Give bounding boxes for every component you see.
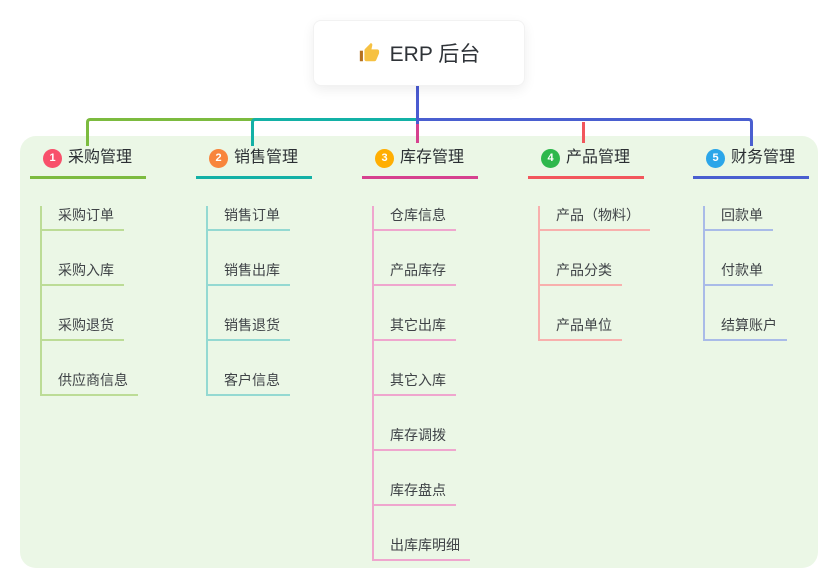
branch-header-finance[interactable]: 5 财务管理 xyxy=(693,147,809,179)
child-node[interactable]: 其它入库 xyxy=(374,371,456,396)
root-title: ERP 后台 xyxy=(389,43,481,66)
child-node[interactable]: 产品分类 xyxy=(540,261,622,286)
branch-label: 产品管理 xyxy=(566,149,631,166)
branch-number-badge: 4 xyxy=(541,148,560,168)
child-node[interactable]: 仓库信息 xyxy=(374,206,456,231)
child-node[interactable]: 产品库存 xyxy=(374,261,456,286)
root-node[interactable]: ERP 后台 xyxy=(313,20,525,86)
child-node[interactable]: 采购订单 xyxy=(42,206,124,231)
child-node[interactable]: 出库库明细 xyxy=(374,536,470,561)
branch-label: 财务管理 xyxy=(731,149,796,166)
branch-header-product[interactable]: 4 产品管理 xyxy=(528,147,644,179)
connector-root xyxy=(416,84,419,124)
branch-header-purchase[interactable]: 1 采购管理 xyxy=(30,147,146,179)
branch-children: 采购订单 采购入库 采购退货 供应商信息 xyxy=(40,206,146,396)
branch-children: 销售订单 销售出库 销售退货 客户信息 xyxy=(206,206,312,396)
branch-header-inventory[interactable]: 3 库存管理 xyxy=(362,147,478,179)
branches-panel xyxy=(20,136,818,568)
child-node[interactable]: 采购入库 xyxy=(42,261,124,286)
branch-header-sales[interactable]: 2 销售管理 xyxy=(196,147,312,179)
child-node[interactable]: 销售出库 xyxy=(208,261,290,286)
child-node[interactable]: 其它出库 xyxy=(374,316,456,341)
branch-children: 产品（物料） 产品分类 产品单位 xyxy=(538,206,650,341)
branch-product: 4 产品管理 产品（物料） 产品分类 产品单位 xyxy=(528,147,650,341)
branch-number-badge: 1 xyxy=(43,148,62,168)
connector-branch-4 xyxy=(582,122,585,143)
branch-number-badge: 5 xyxy=(706,148,725,168)
child-node[interactable]: 销售退货 xyxy=(208,316,290,341)
branch-purchase: 1 采购管理 采购订单 采购入库 采购退货 供应商信息 xyxy=(30,147,146,396)
branch-finance: 5 财务管理 回款单 付款单 结算账户 xyxy=(693,147,809,341)
thumbs-up-icon xyxy=(358,42,380,64)
child-node[interactable]: 库存盘点 xyxy=(374,481,456,506)
child-node[interactable]: 产品（物料） xyxy=(540,206,650,231)
branch-label: 采购管理 xyxy=(68,149,133,166)
branch-inventory: 3 库存管理 仓库信息 产品库存 其它出库 其它入库 库存调拨 库存盘点 出库库… xyxy=(362,147,478,561)
connector-branch-5 xyxy=(416,118,753,146)
child-node[interactable]: 付款单 xyxy=(705,261,773,286)
branch-label: 销售管理 xyxy=(234,149,299,166)
child-node[interactable]: 销售订单 xyxy=(208,206,290,231)
branch-children: 回款单 付款单 结算账户 xyxy=(703,206,809,341)
child-node[interactable]: 采购退货 xyxy=(42,316,124,341)
child-node[interactable]: 客户信息 xyxy=(208,371,290,396)
branch-label: 库存管理 xyxy=(400,149,465,166)
child-node[interactable]: 产品单位 xyxy=(540,316,622,341)
branch-children: 仓库信息 产品库存 其它出库 其它入库 库存调拨 库存盘点 出库库明细 xyxy=(372,206,478,561)
child-node[interactable]: 回款单 xyxy=(705,206,773,231)
child-node[interactable]: 结算账户 xyxy=(705,316,787,341)
branch-sales: 2 销售管理 销售订单 销售出库 销售退货 客户信息 xyxy=(196,147,312,396)
connector-branch-2 xyxy=(251,118,422,146)
branch-number-badge: 2 xyxy=(209,148,228,168)
child-node[interactable]: 库存调拨 xyxy=(374,426,456,451)
child-node[interactable]: 供应商信息 xyxy=(42,371,138,396)
branch-number-badge: 3 xyxy=(375,148,394,168)
connector-branch-3 xyxy=(416,122,419,143)
